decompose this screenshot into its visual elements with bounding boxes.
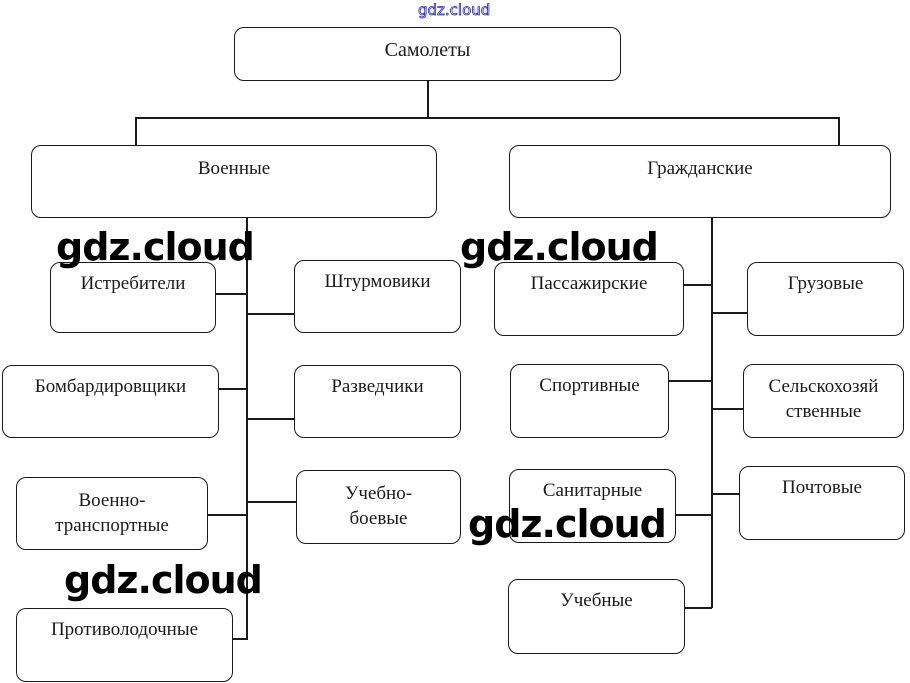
node-civil: Гражданские	[509, 145, 891, 218]
connector-cargo	[712, 312, 748, 314]
node-passenger-label: Пассажирские	[530, 273, 648, 294]
node-military-transport-line-1: Военно-	[78, 490, 146, 511]
node-civil-trainer-label: Учебные	[560, 590, 633, 611]
connector-attack	[247, 313, 295, 315]
node-military-transport-line-2: транспортные	[55, 515, 169, 536]
node-military: Военные	[31, 145, 437, 218]
connector-antisub	[232, 638, 248, 640]
node-root-label: Самолеты	[384, 39, 471, 61]
connector-transport	[207, 514, 247, 516]
node-attack: Штурмовики	[294, 260, 461, 333]
node-fighters: Истребители	[50, 262, 216, 333]
node-civil-trainer: Учебные	[508, 579, 685, 654]
connector-root-bar	[135, 117, 840, 119]
connector-civil-spine	[711, 217, 713, 608]
node-medical-label: Санитарные	[542, 480, 643, 501]
node-bombers-label: Бомбардировщики	[34, 376, 187, 397]
connector-postal	[712, 493, 740, 495]
node-combat-trainer-line-1: Учебно-	[344, 483, 413, 504]
node-military-label: Военные	[197, 158, 271, 179]
connector-to-military	[135, 117, 137, 145]
connector-combat-trainer	[247, 501, 297, 503]
node-combat-trainer-line-2: боевые	[349, 508, 408, 529]
watermark-overlay: gdz.cloud	[64, 558, 263, 602]
watermark-overlay: gdz.cloud	[468, 502, 667, 546]
node-military-transport: Военно- транспортные	[16, 477, 208, 550]
node-agricultural-line-2: ственные	[785, 401, 862, 422]
node-attack-label: Штурмовики	[324, 271, 431, 292]
node-combat-trainer: Учебно- боевые	[296, 470, 461, 544]
node-postal-label: Почтовые	[781, 477, 862, 498]
node-postal: Почтовые	[739, 466, 905, 540]
node-cargo-label: Грузовые	[787, 273, 864, 294]
node-fighters-label: Истребители	[80, 273, 186, 294]
node-antisubmarine-label: Противолодочные	[50, 619, 199, 640]
node-agricultural: Сельскохозяй ственные	[743, 364, 904, 438]
node-medical: Санитарные	[509, 469, 676, 543]
watermark-overlay: gdz.cloud	[56, 225, 255, 269]
connector-medical	[675, 514, 712, 516]
node-passenger: Пассажирские	[494, 262, 684, 336]
node-civil-label: Гражданские	[647, 158, 753, 179]
connector-root-stem	[427, 80, 429, 118]
node-sport: Спортивные	[510, 364, 669, 438]
node-root: Самолеты	[234, 27, 621, 81]
node-bombers: Бомбардировщики	[2, 365, 219, 438]
connector-civil-trainer	[684, 607, 712, 609]
node-cargo: Грузовые	[747, 262, 904, 336]
connector-fighters	[215, 293, 247, 295]
watermark-overlay: gdz.cloud	[460, 225, 659, 269]
connector-sport	[668, 380, 712, 382]
connector-to-civil	[838, 117, 840, 145]
node-reconnaissance-label: Разведчики	[331, 376, 424, 397]
node-agricultural-line-1: Сельскохозяй	[768, 376, 879, 397]
connector-agri	[712, 408, 744, 410]
node-antisubmarine: Противолодочные	[16, 608, 233, 682]
watermark-top: gdz.cloud	[418, 1, 491, 20]
connector-recon	[247, 418, 295, 420]
node-sport-label: Спортивные	[539, 375, 640, 396]
connector-bombers	[218, 388, 247, 390]
connector-passenger	[684, 284, 712, 286]
node-reconnaissance: Разведчики	[294, 365, 461, 438]
connector-military-spine	[246, 217, 248, 639]
